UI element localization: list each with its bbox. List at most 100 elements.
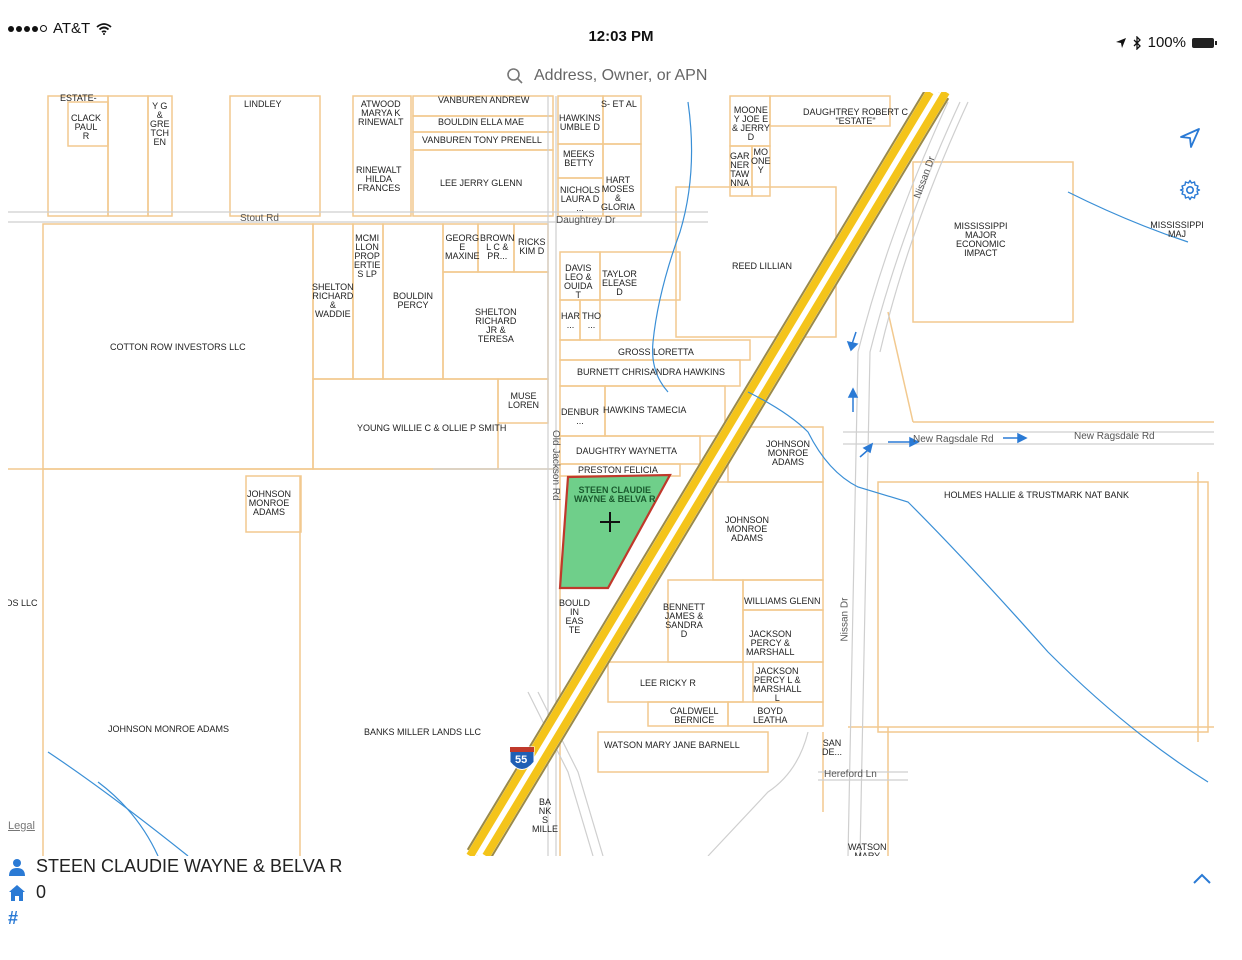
parcel-label[interactable]: DS LLC [8, 598, 38, 608]
locate-me-button[interactable] [1178, 126, 1208, 156]
parcel-label[interactable]: Y G & GRE TCH EN [150, 101, 170, 147]
address-number: 0 [36, 882, 47, 902]
parcel-label[interactable]: HART MOSES & GLORIA [601, 175, 636, 212]
parcel-label[interactable]: LINDLEY [244, 99, 282, 109]
parcel-label[interactable]: HAR ... [561, 311, 581, 330]
parcel-map[interactable]: 55 Stout Rd Daughtrey Dr Old Jackson Rd … [8, 92, 1214, 856]
parcel-label[interactable]: HOLMES HALLIE & TRUSTMARK NAT BANK [944, 490, 1130, 500]
parcel-label[interactable]: DAUGHTREY ROBERT C "ESTATE" [803, 107, 909, 126]
parcel-label[interactable]: SAN DE... [822, 738, 843, 757]
interstate-highway [466, 92, 950, 856]
location-arrow-icon [1115, 37, 1126, 48]
parcel-label[interactable]: RINEWALT HILDA FRANCES [356, 165, 402, 193]
parcel-label[interactable]: BANKS MILLER LANDS LLC [364, 727, 482, 737]
parcel-label[interactable]: MEEKS BETTY [563, 149, 595, 168]
address-row: 0 [8, 882, 46, 903]
search-input[interactable] [532, 66, 736, 86]
carrier-label: AT&T [53, 20, 91, 37]
parcel-label[interactable]: JOHNSON MONROE ADAMS [766, 439, 811, 467]
wifi-icon [96, 22, 112, 35]
interstate-shield [509, 746, 535, 770]
bluetooth-icon [1133, 35, 1141, 50]
apn-row: # [8, 908, 28, 929]
signal-strength-icon [8, 25, 47, 32]
road-label-stout: Stout Rd [240, 213, 279, 224]
parcel-label[interactable]: CALDWELL BERNICE [670, 706, 719, 725]
parcel-label[interactable]: BOULDIN ELLA MAE [438, 117, 525, 127]
parcel-label[interactable]: TAYLOR ELEASE D [602, 269, 638, 297]
parcel-label[interactable]: BOULDIN PERCY [393, 291, 434, 310]
parcel-label[interactable]: JACKSON PERCY L & MARSHALL L [753, 666, 802, 703]
expand-panel-button[interactable] [1190, 870, 1214, 888]
carrier-group: AT&T [8, 20, 112, 37]
parcel-label[interactable]: LEE JERRY GLENN [440, 178, 523, 188]
search-icon [507, 68, 523, 84]
settings-button[interactable] [1178, 178, 1208, 208]
parcel-label[interactable]: JOHNSON MONROE ADAMS [247, 489, 292, 517]
parcel-label[interactable]: GROSS LORETTA [618, 347, 694, 357]
road-label-hereford: Hereford Ln [824, 769, 877, 780]
parcel-label[interactable]: MCMI LLON PROP ERTIE S LP [354, 233, 381, 279]
parcel-label[interactable]: COTTON ROW INVESTORS LLC [110, 342, 246, 352]
parcel-label[interactable]: DAUGHTRY WAYNETTA [576, 446, 678, 456]
parcel-label[interactable]: STEEN CLAUDIE WAYNE & BELVA R [574, 485, 656, 504]
hash-icon: # [8, 908, 19, 928]
streams [47, 101, 1209, 856]
parcel-label[interactable]: BURNETT CHRISANDRA HAWKINS [577, 367, 726, 377]
selected-parcel [558, 473, 672, 590]
parcel-label[interactable]: MISSISSIPPI MAJ [1150, 220, 1204, 239]
parcel-label[interactable]: THO ... [582, 311, 601, 330]
legal-link[interactable]: Legal [8, 820, 35, 832]
owner-row: STEEN CLAUDIE WAYNE & BELVA R [8, 856, 342, 877]
parcel-label[interactable]: BOULD IN EAS TE [559, 598, 591, 635]
parcel-label[interactable]: MUSE LOREN [508, 391, 540, 410]
parcel-label[interactable]: HAWKINS TAMECIA [603, 405, 687, 415]
parcel-label[interactable]: WATSON MARY [848, 842, 887, 857]
parcel-label[interactable]: WILLIAMS GLENN [744, 596, 821, 606]
parcel-label[interactable]: ATWOOD MARYA K RINEWALT [358, 99, 404, 127]
road-lines [8, 96, 1214, 856]
parcel-info-panel[interactable]: STEEN CLAUDIE WAYNE & BELVA R 0 # [0, 856, 1242, 960]
parcel-label[interactable]: VANBUREN ANDREW [438, 95, 530, 105]
parcel-label[interactable]: BOYD LEATHA [753, 706, 788, 725]
road-label-old-jackson: Old Jackson Rd [550, 430, 561, 501]
parcel-label[interactable]: DENBUR ... [561, 407, 600, 426]
parcel-label[interactable]: NICHOLS LAURA D ... [560, 185, 601, 213]
parcel-label[interactable]: SHELTON RICHARD & WADDIE [312, 282, 354, 319]
navigation-arrow-icon [1180, 128, 1200, 148]
status-right-group: 100% [1115, 34, 1217, 51]
parcel-label[interactable]: S- ET AL [601, 99, 637, 109]
parcel-label[interactable]: CLACK PAUL R [71, 113, 102, 141]
parcel-label[interactable]: GEORG E MAXINE [445, 233, 480, 261]
parcel-label[interactable]: YOUNG WILLIE C & OLLIE P SMITH [357, 423, 507, 433]
parcel-label[interactable]: SHELTON RICHARD JR & TERESA [475, 307, 517, 344]
parcel-label[interactable]: REED LILLIAN [732, 261, 793, 271]
battery-percent: 100% [1147, 34, 1186, 51]
search-bar[interactable] [0, 62, 1242, 90]
road-label-new-ragsdale-2: New Ragsdale Rd [1074, 431, 1155, 442]
parcel-label[interactable]: BROWN L C & PR... [480, 233, 515, 261]
home-icon [9, 884, 25, 901]
parcel-label[interactable]: BENNETT JAMES & SANDRA D [663, 602, 706, 639]
interstate-number: 55 [515, 754, 528, 766]
parcel-label[interactable]: JACKSON PERCY & MARSHALL [746, 629, 795, 657]
parcel-label[interactable]: HAWKINS UMBLE D [559, 113, 601, 132]
parcel-label[interactable]: PRESTON FELICIA [578, 465, 658, 475]
parcel-label[interactable]: BA NK S MILLE [532, 797, 559, 834]
parcel-label[interactable]: JOHNSON MONROE ADAMS [725, 515, 770, 543]
road-label-nissan-bottom: Nissan Dr [839, 597, 851, 642]
parcel-label[interactable]: ESTATE- [60, 93, 97, 103]
parcel-label[interactable]: MISSISSIPPI MAJOR ECONOMIC IMPACT [954, 221, 1008, 258]
gear-icon [1179, 179, 1201, 201]
parcel-label[interactable]: VANBUREN TONY PRENELL [422, 135, 542, 145]
parcel-label[interactable]: RICKS KIM D [518, 237, 546, 256]
parcel-label[interactable]: JOHNSON MONROE ADAMS [108, 724, 230, 734]
road-label-daughtrey: Daughtrey Dr [556, 215, 616, 226]
parcel-label[interactable]: LEE RICKY R [640, 678, 696, 688]
battery-icon [1192, 37, 1217, 48]
parcel-label[interactable]: GAR NER TAW NNA [730, 151, 750, 188]
parcel-label[interactable]: MO ONE Y [751, 147, 771, 175]
parcel-label[interactable]: MOONE Y JOE E & JERRY D [732, 105, 770, 142]
parcel-label[interactable]: WATSON MARY JANE BARNELL [604, 740, 740, 750]
parcel-label[interactable]: DAVIS LEO & OUIDA T [564, 263, 593, 300]
